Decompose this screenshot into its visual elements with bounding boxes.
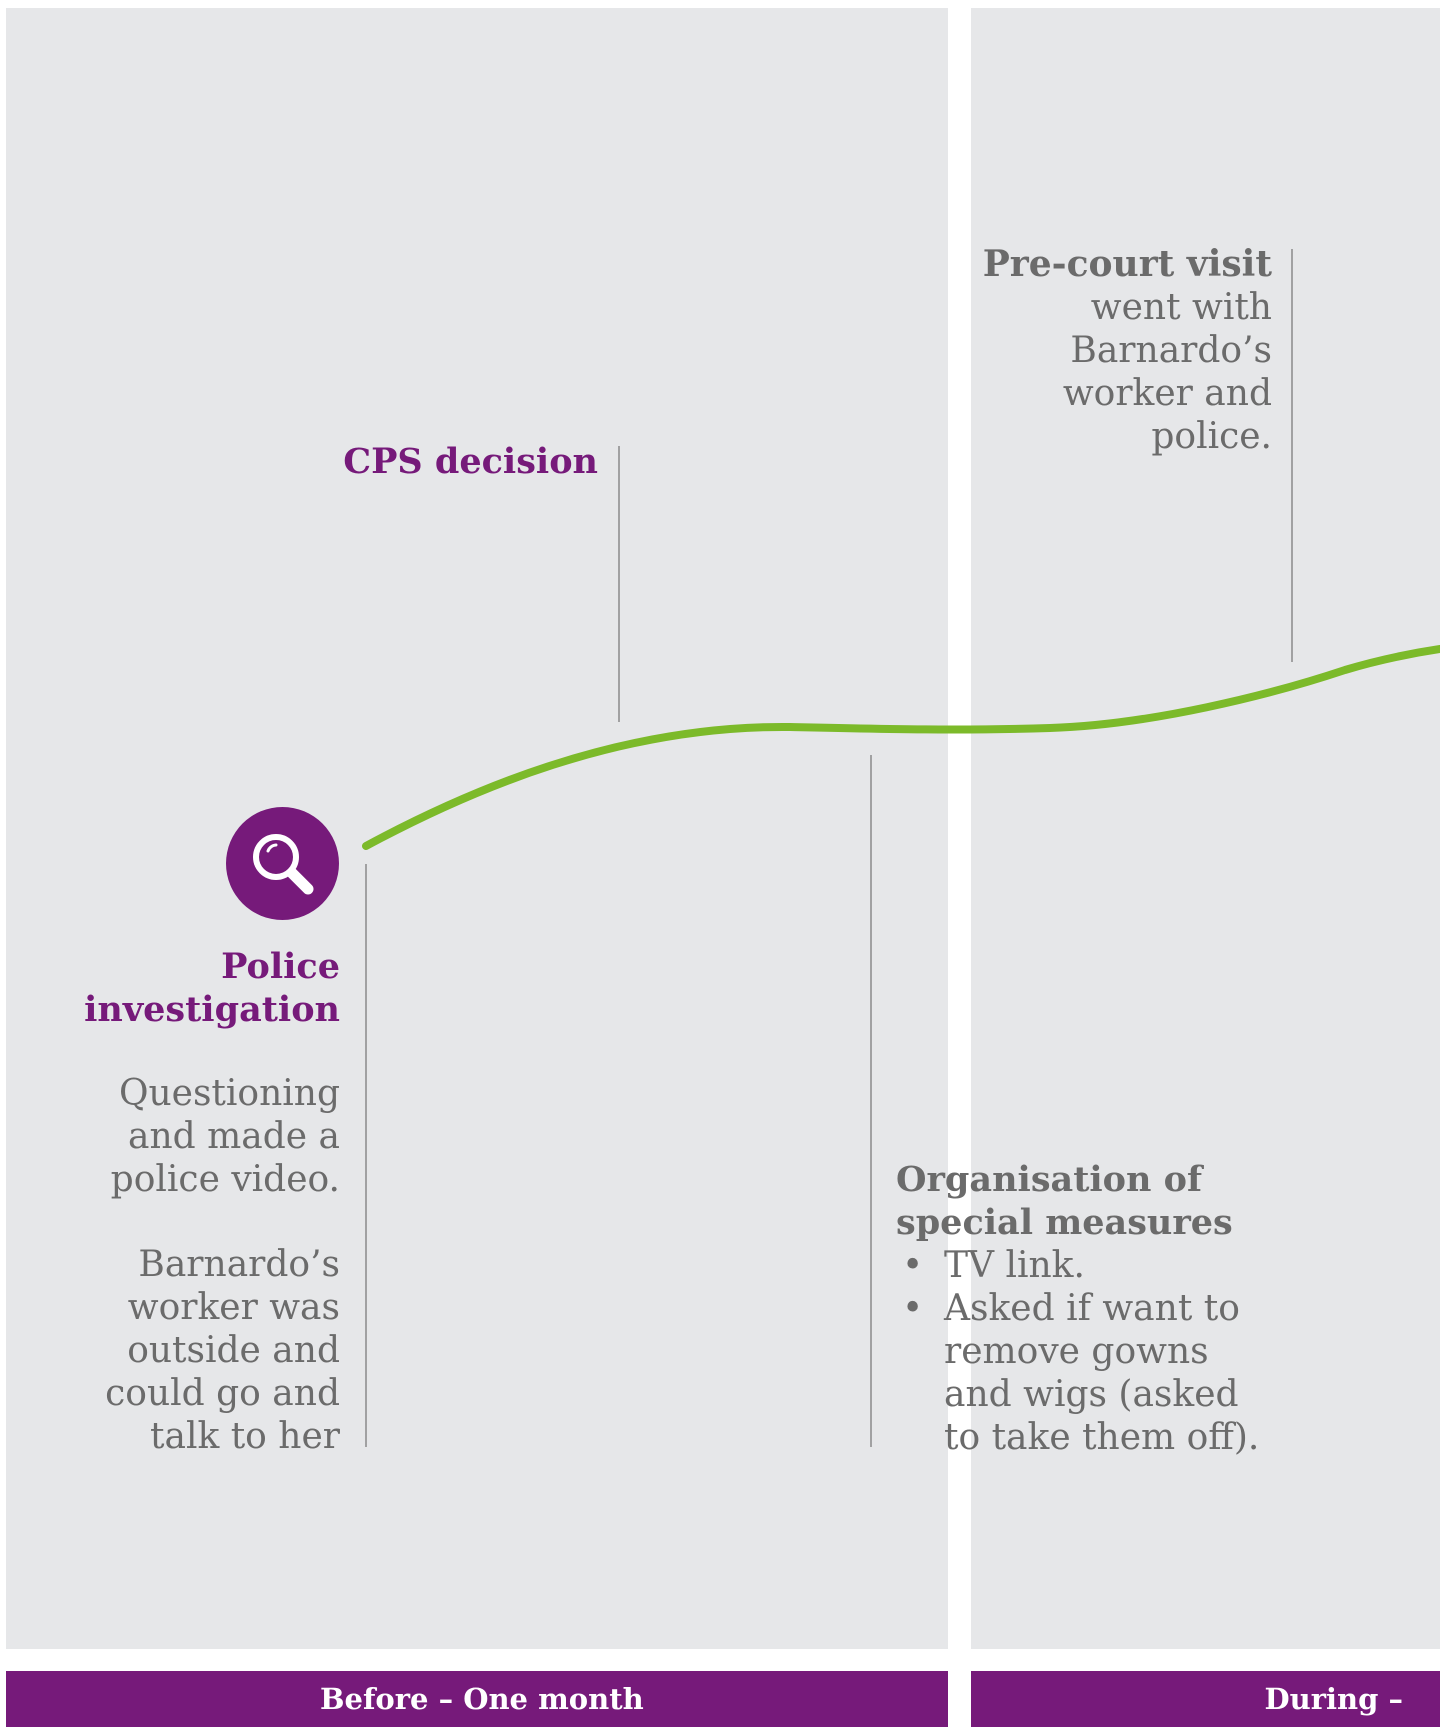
police-text-line: and made a (128, 1116, 340, 1157)
list-item-line: to take them off). (944, 1417, 1260, 1458)
list-item-line: Asked if want to (944, 1288, 1240, 1329)
precourt-line: police. (1151, 416, 1272, 457)
police-text-line: outside and (127, 1330, 340, 1371)
police-text-line: worker was (127, 1287, 340, 1328)
cps-decision-title: CPS decision (343, 441, 598, 482)
before-section-footer: Before – One month (6, 1671, 948, 1727)
precourt-line: worker and (1062, 373, 1272, 414)
police-text-line: could go and (105, 1373, 340, 1414)
before-section-label: Before – One month (320, 1682, 644, 1716)
during-section-label: During – (1264, 1682, 1404, 1716)
police-questioning-text: Questioning and made a police video. (60, 1072, 340, 1201)
special-measures-title-line: Organisation of (896, 1159, 1203, 1200)
precourt-block: Pre-court visit went with Barnardo’s wor… (960, 243, 1272, 458)
police-text-line: talk to her (150, 1416, 340, 1457)
police-investigation-title: Police investigation (60, 945, 340, 1031)
special-measures-list: TV link. Asked if want to remove gowns a… (896, 1244, 1326, 1459)
list-item-line: remove gowns (944, 1331, 1209, 1372)
list-item: TV link. (896, 1244, 1326, 1287)
list-item-line: TV link. (944, 1245, 1085, 1286)
police-text-line: police video. (110, 1159, 340, 1200)
police-worker-text: Barnardo’s worker was outside and could … (60, 1243, 340, 1458)
police-title-line: investigation (84, 989, 340, 1030)
special-measures-title-line: special measures (896, 1202, 1233, 1243)
list-item: Asked if want to remove gowns and wigs (… (896, 1287, 1326, 1459)
before-panel (6, 8, 948, 1649)
during-section-footer: During – (971, 1671, 1440, 1727)
timeline-line (362, 645, 1440, 850)
precourt-line: Barnardo’s (1070, 330, 1272, 371)
special-measures-title: Organisation of special measures (896, 1158, 1326, 1244)
precourt-title: Pre-court visit (982, 243, 1272, 285)
special-measures-block: Organisation of special measures TV link… (896, 1158, 1326, 1459)
precourt-line: went with (1090, 287, 1272, 328)
police-text-line: Questioning (118, 1073, 340, 1114)
police-title-line: Police (221, 946, 340, 987)
list-item-line: and wigs (asked (944, 1374, 1239, 1415)
police-text-line: Barnardo’s (138, 1244, 340, 1285)
magnifier-icon (226, 807, 339, 920)
